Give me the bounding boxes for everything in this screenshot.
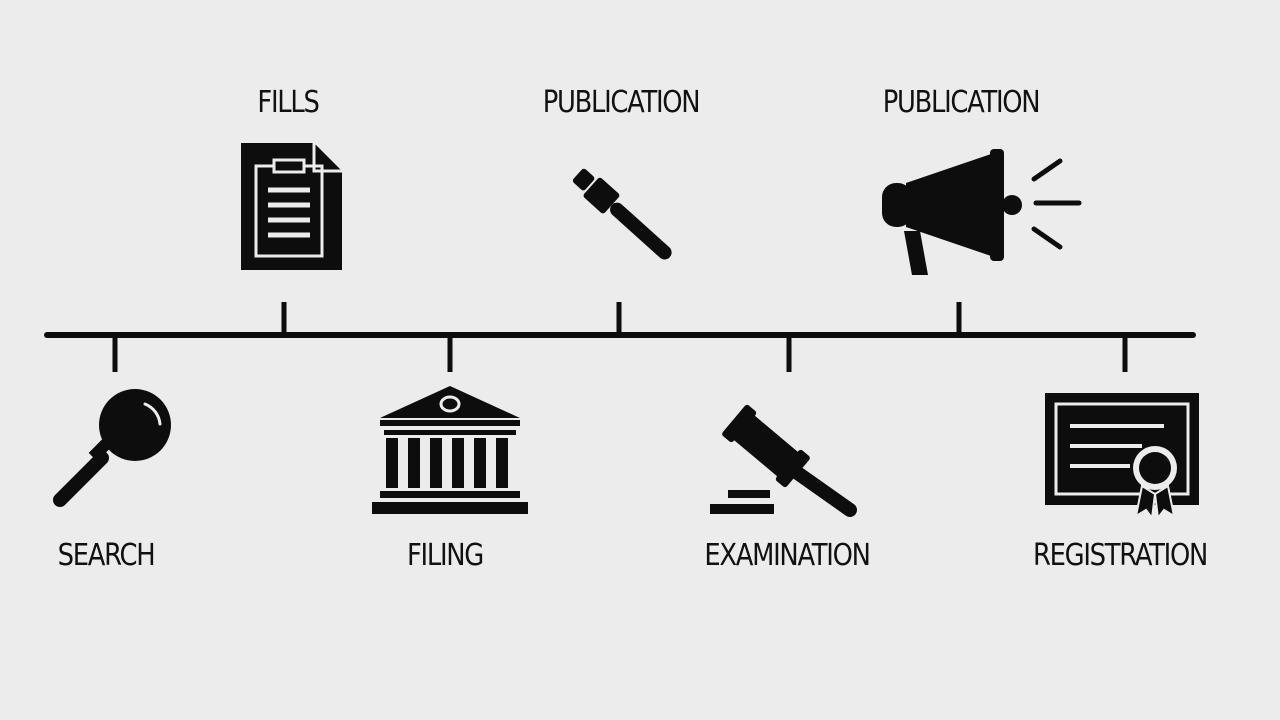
megaphone-icon xyxy=(882,149,1082,275)
pen-icon xyxy=(572,168,672,260)
document-icon xyxy=(241,143,342,270)
building-icon xyxy=(372,386,528,514)
gavel-icon xyxy=(710,404,857,517)
magnifier-icon xyxy=(53,389,171,507)
label-search: SEARCH xyxy=(57,538,156,573)
label-publication-1: PUBLICATION xyxy=(542,85,701,120)
label-publication-2: PUBLICATION xyxy=(882,85,1041,120)
label-filing: FILING xyxy=(407,538,484,573)
label-registration: REGISTRATION xyxy=(1033,538,1208,573)
label-fills: FILLS xyxy=(257,85,319,120)
certificate-icon xyxy=(1045,393,1199,520)
label-examination: EXAMINATION xyxy=(704,538,871,573)
